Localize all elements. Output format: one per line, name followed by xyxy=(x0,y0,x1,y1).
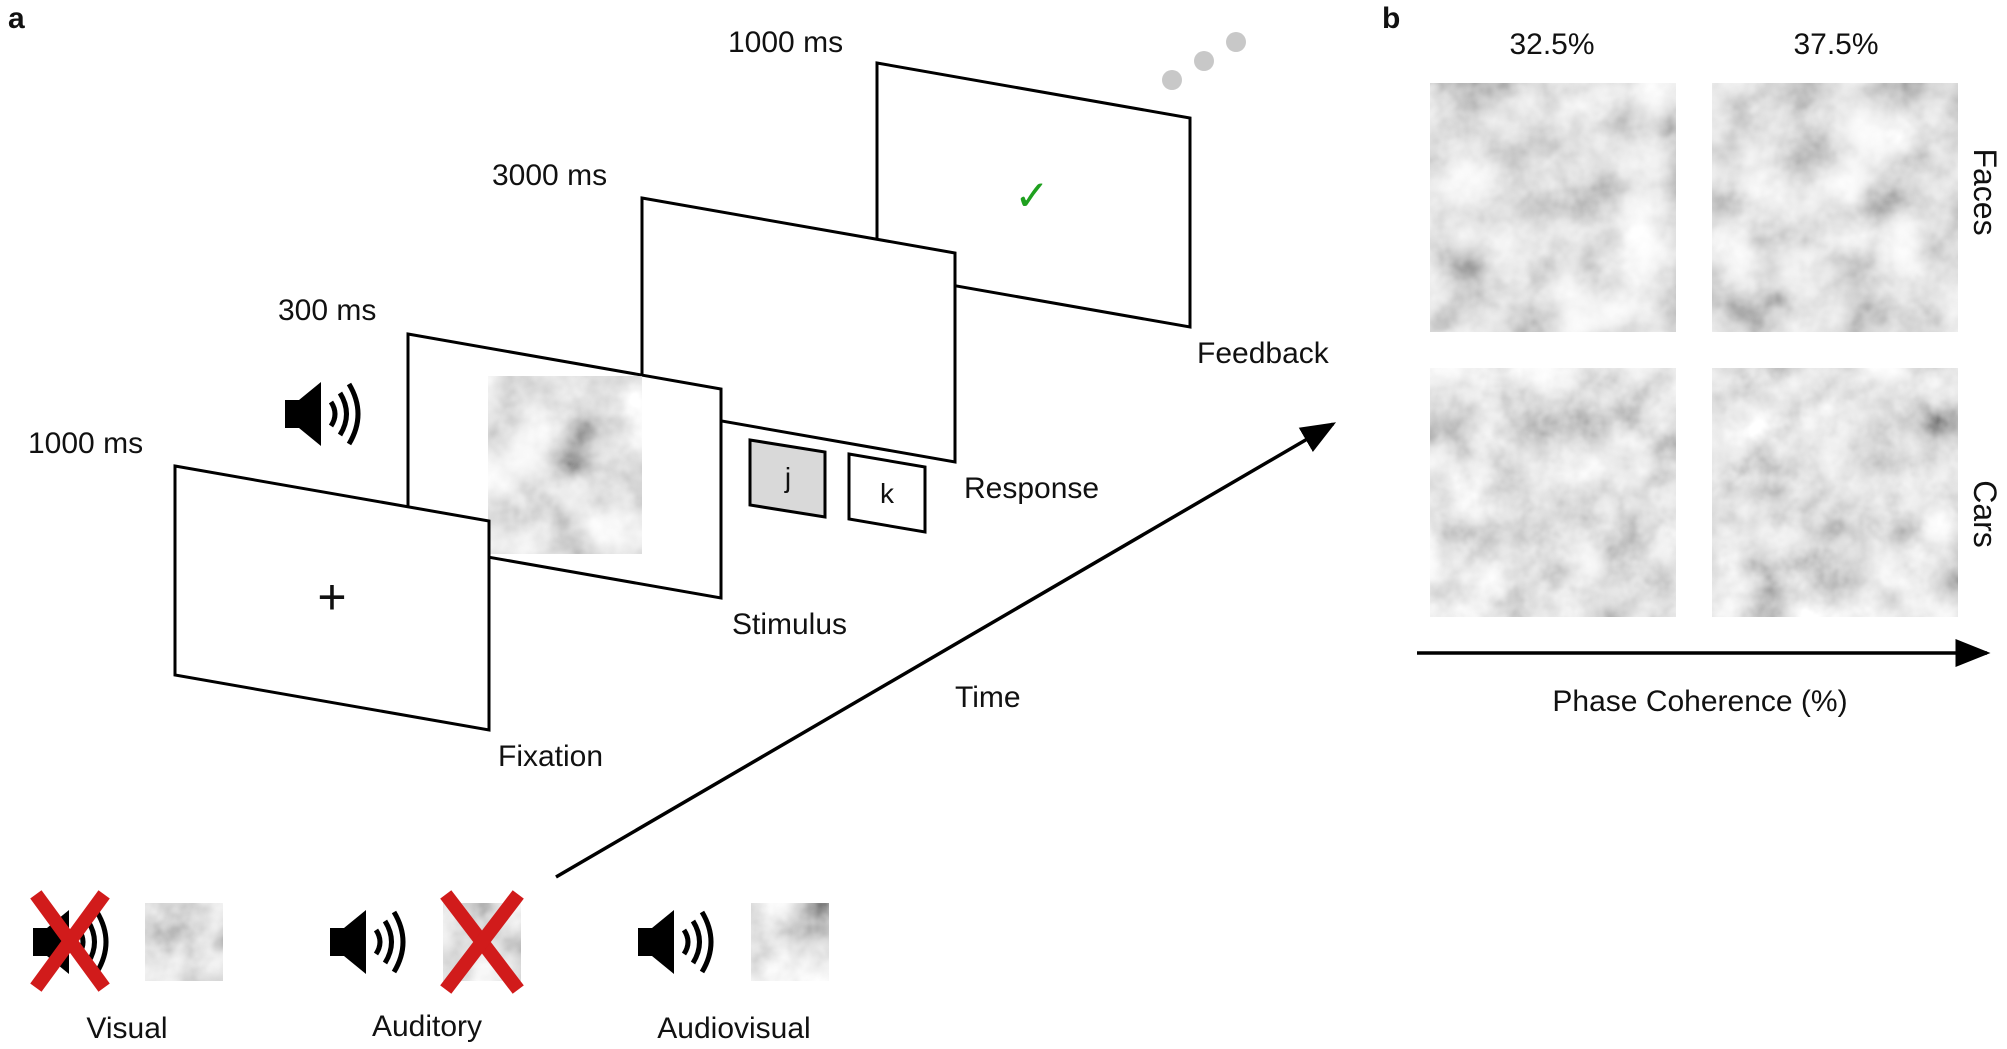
time-arrow xyxy=(555,422,1337,879)
noise-image-icon xyxy=(145,903,223,981)
checkmark-icon: ✓ xyxy=(1014,172,1049,219)
feedback-duration: 1000 ms xyxy=(728,26,843,59)
fixation-screen: + 1000 ms Fixation xyxy=(28,427,603,773)
condition-label: Visual xyxy=(86,1012,167,1045)
condition-label: Audiovisual xyxy=(657,1012,810,1045)
row-label-faces: Faces xyxy=(1967,148,2003,235)
column-label-1: 32.5% xyxy=(1509,28,1594,61)
condition-visual: Visual xyxy=(30,890,223,1045)
noise-image-icon xyxy=(751,903,829,981)
svg-text:j: j xyxy=(784,462,791,493)
stimulus-noise-image xyxy=(488,376,642,554)
fixation-label: Fixation xyxy=(498,740,603,773)
response-duration: 3000 ms xyxy=(492,159,607,192)
row-label-cars: Cars xyxy=(1967,480,2003,548)
response-key-j: j xyxy=(748,438,827,519)
column-label-2: 37.5% xyxy=(1793,28,1878,61)
cars-image-2 xyxy=(1712,368,1958,617)
condition-label: Auditory xyxy=(372,1010,482,1043)
red-cross-icon xyxy=(440,890,524,994)
stimulus-label: Stimulus xyxy=(732,608,847,641)
condition-auditory: Auditory xyxy=(330,890,524,1043)
fixation-duration: 1000 ms xyxy=(28,427,143,460)
stimulus-grid xyxy=(1430,83,1958,617)
fixation-cross: + xyxy=(317,569,346,625)
stimulus-duration: 300 ms xyxy=(278,294,376,327)
speaker-icon xyxy=(285,382,358,446)
response-key-k: k xyxy=(847,452,927,534)
phase-coherence-label: Phase Coherence (%) xyxy=(1552,685,1847,718)
feedback-label: Feedback xyxy=(1197,337,1330,370)
panel-a-label: a xyxy=(8,2,25,35)
speaker-icon xyxy=(638,910,711,974)
condition-audiovisual: Audiovisual xyxy=(638,903,829,1045)
response-label: Response xyxy=(964,472,1099,505)
time-label: Time xyxy=(955,681,1021,714)
svg-text:k: k xyxy=(880,478,895,509)
red-cross-icon xyxy=(30,890,110,992)
panel-b-label: b xyxy=(1382,2,1400,35)
faces-image-1 xyxy=(1430,83,1676,332)
cars-image-1 xyxy=(1430,368,1676,617)
ellipsis-dots-icon xyxy=(1162,32,1246,90)
faces-image-2 xyxy=(1712,83,1958,332)
speaker-icon xyxy=(330,910,403,974)
